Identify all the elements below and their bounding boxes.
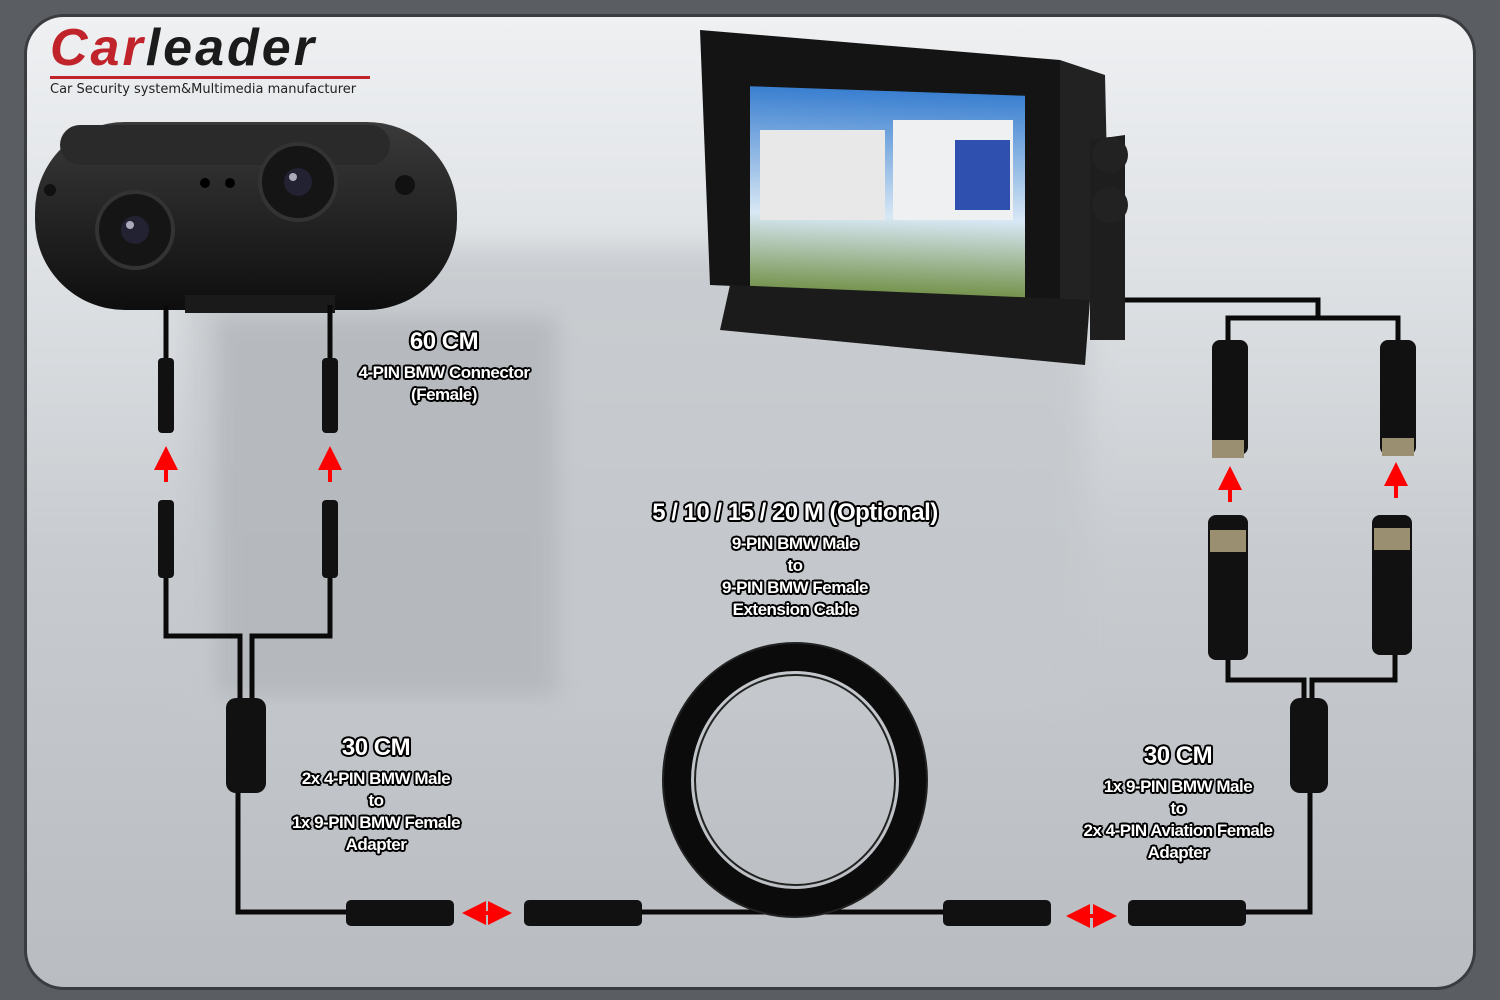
right-adapter-line4: Adapter [1147,843,1209,862]
connectors [158,340,1416,926]
camera-cable-length: 60 CM [409,328,479,355]
dual-lens-camera [35,122,457,313]
logo-brand-red: Car [50,19,146,77]
monitor [700,30,1128,365]
right-adapter-line1: 1x 9-PIN BMW Male [1103,777,1253,796]
camera-cable-line2: (Female) [411,385,477,404]
extension-line2: to [787,556,803,575]
red-arrows [154,446,1408,928]
extension-line3: 9-PIN BMW Female [722,578,868,597]
extension-line4: Extension Cable [732,600,858,619]
left-adapter-line4: Adapter [345,835,407,854]
extension-label: 5 / 10 / 15 / 20 M (Optional) 9-PIN BMW … [652,499,938,621]
logo-tagline: Car Security system&Multimedia manufactu… [50,82,357,97]
logo-brand-black: leader [145,19,317,77]
left-adapter-line1: 2x 4-PIN BMW Male [301,769,451,788]
camera-cable-line1: 4-PIN BMW Connector [358,363,530,382]
extension-line1: 9-PIN BMW Male [731,534,859,553]
extension-length: 5 / 10 / 15 / 20 M (Optional) [652,499,938,526]
camera-cable-label: 60 CM 4-PIN BMW Connector (Female) [359,328,530,406]
carleader-logo: Carleader Car Security system&Multimedia… [50,22,370,97]
left-adapter-label: 30 CM 2x 4-PIN BMW Male to 1x 9-PIN BMW … [291,734,461,856]
right-adapter-line3: 2x 4-PIN Aviation Female [1083,821,1273,840]
left-adapter-line2: to [368,791,384,810]
right-adapter-line2: to [1170,799,1186,818]
extension-cable-coil [663,643,927,917]
right-adapter-label: 30 CM 1x 9-PIN BMW Male to 2x 4-PIN Avia… [1084,742,1273,864]
left-adapter-length: 30 CM [341,734,411,761]
left-adapter-line3: 1x 9-PIN BMW Female [291,813,461,832]
right-adapter-length: 30 CM [1143,742,1213,769]
